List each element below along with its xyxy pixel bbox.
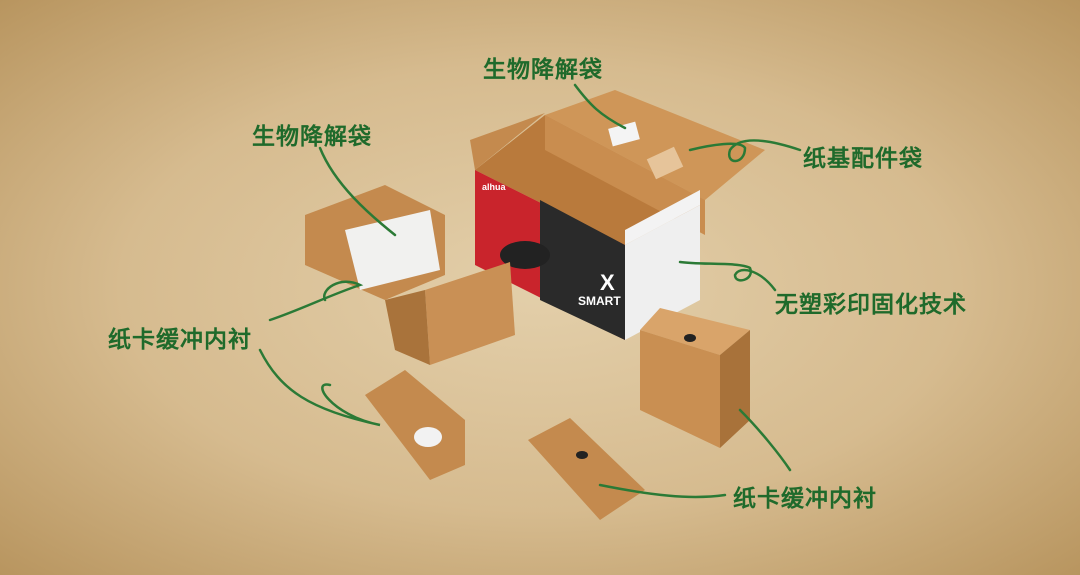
- label-bio-bag-left: 生物降解袋: [252, 124, 372, 150]
- cardboard-insert-small: [365, 370, 465, 480]
- cardboard-insert-flat: [528, 418, 645, 520]
- cardboard-insert-large: [305, 185, 515, 365]
- pointer-lines: [258, 83, 802, 499]
- label-paper-insert-bottom: 纸卡缓冲内衬: [733, 486, 877, 512]
- label-plastic-free-print: 无塑彩印固化技术: [775, 292, 967, 318]
- label-paper-insert-left: 纸卡缓冲内衬: [108, 327, 252, 353]
- cardboard-block: [640, 308, 750, 448]
- box-product: SMART: [578, 294, 621, 308]
- box-mark: X: [600, 270, 615, 295]
- retail-box: alhua SMART X: [470, 90, 765, 340]
- label-paper-accessory-bag: 纸基配件袋: [803, 146, 923, 172]
- box-brand: alhua: [482, 182, 507, 192]
- label-bio-bag-top: 生物降解袋: [483, 57, 603, 83]
